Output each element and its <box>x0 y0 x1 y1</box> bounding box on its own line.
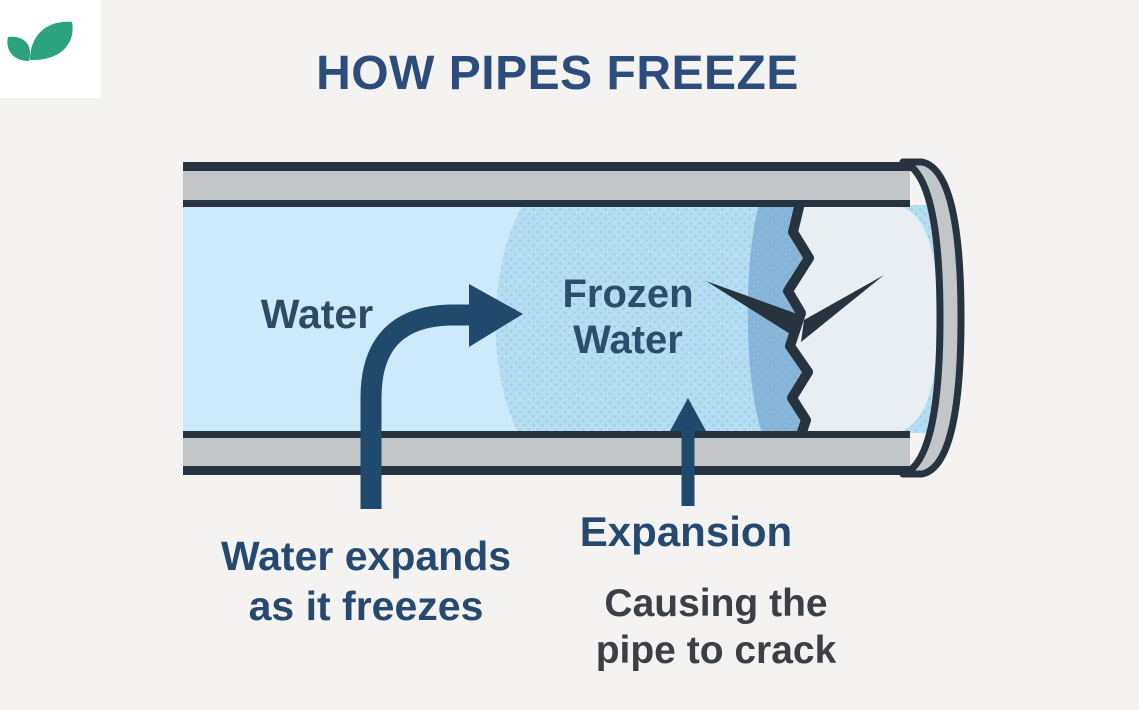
page-title: HOW PIPES FREEZE <box>316 47 799 101</box>
water-expands-line1: Water expands <box>220 533 512 579</box>
leaf-icon <box>7 21 73 61</box>
frozen-water-label: Frozen Water <box>535 271 721 364</box>
crack-icon <box>706 198 884 440</box>
cracked-void-region <box>788 203 938 435</box>
logo <box>0 0 101 98</box>
frozen-water-label-line1: Frozen <box>562 272 694 316</box>
curved-arrow-icon <box>360 284 523 509</box>
frozen-water-label-line2: Water <box>573 318 683 363</box>
water-label: Water <box>260 291 374 337</box>
causing-crack-line1: Causing the <box>604 582 828 625</box>
water-expands-line2: as it freezes <box>248 583 484 630</box>
up-arrow-icon <box>670 398 706 506</box>
pipe-end-cap <box>899 158 965 478</box>
pipe-walls <box>183 162 913 475</box>
causing-crack-annotation: Causing the pipe to crack <box>563 581 869 675</box>
causing-crack-line2: pipe to crack <box>595 628 837 672</box>
water-expands-annotation: Water expands as it freezes <box>213 531 519 631</box>
expansion-annotation: Expansion <box>579 508 793 555</box>
